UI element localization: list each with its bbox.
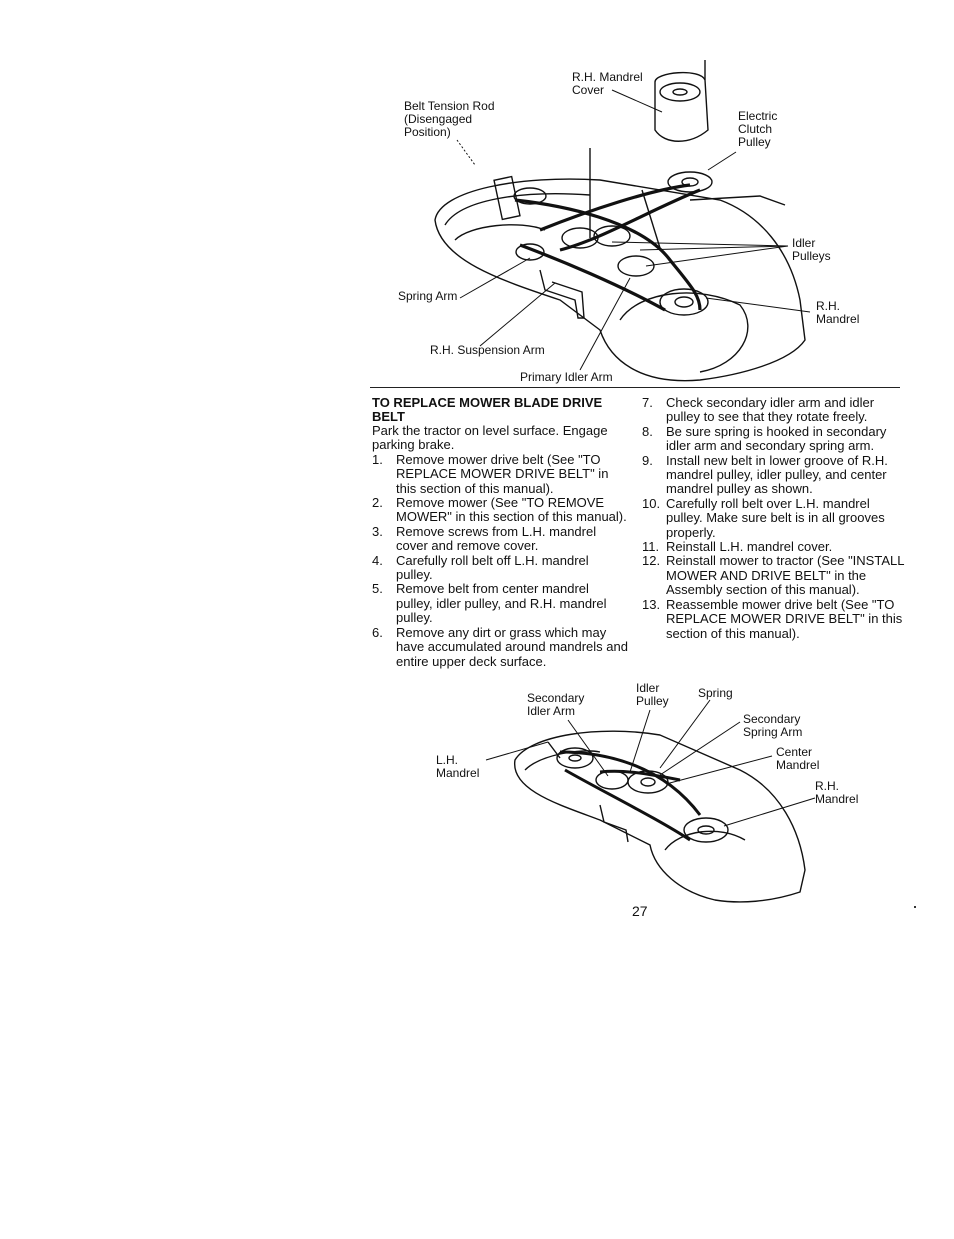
step-text: Reinstall mower to tractor (See "INSTALL…: [666, 553, 904, 598]
step-number: 7.: [642, 395, 653, 410]
label-electric-clutch-pulley: Electric Clutch Pulley: [738, 109, 778, 149]
step-text: Be sure spring is hooked in secondary id…: [666, 423, 887, 454]
step-text: Remove mower drive belt (See "TO REPLACE…: [396, 451, 609, 496]
figure-top: R.H. Mandrel Cover Belt Tension Rod (Dis…: [0, 0, 954, 390]
step-number: 13.: [642, 596, 661, 612]
step-text: Carefully roll belt over L.H. mandrel pu…: [666, 495, 885, 540]
steps-list-left: 1. Remove mower drive belt (See "TO REPLA…: [372, 451, 628, 669]
step-item: 11. Reinstall L.H. mandrel cover.: [642, 539, 904, 555]
step-number: 11.: [642, 539, 660, 555]
label-rh-suspension-arm: R.H. Suspension Arm: [430, 343, 545, 357]
step-number: 5.: [372, 581, 383, 597]
step-item: 1. Remove mower drive belt (See "TO REPLA…: [372, 451, 628, 496]
step-text: Carefully roll belt off L.H. mandrel pul…: [396, 552, 589, 583]
section-intro: Park the tractor on level surface. Engag…: [372, 423, 608, 453]
step-text: Reinstall L.H. mandrel cover.: [666, 539, 833, 555]
step-item: 7. Check secondary idler arm and idler pu…: [642, 395, 904, 425]
label-center-mandrel: Center Mandrel: [776, 745, 820, 772]
step-text: Remove mower (See "TO REMOVE MOWER" in t…: [396, 495, 627, 525]
label-secondary-spring-arm: Secondary Spring Arm: [743, 712, 803, 739]
label-lh-mandrel: L.H. Mandrel: [436, 753, 480, 780]
figure-top-drawing: [434, 60, 811, 382]
label-primary-idler-arm: Primary Idler Arm: [520, 370, 613, 384]
label-secondary-idler-arm: Secondary Idler Arm: [527, 691, 585, 718]
label-belt-tension-rod: Belt Tension Rod (Disengaged Position): [404, 99, 495, 139]
section-heading: TO REPLACE MOWER BLADE DRIVE BELT: [372, 395, 603, 424]
steps-list-right: 7. Check secondary idler arm and idler pu…: [642, 395, 904, 641]
step-text: Remove belt from center mandrel pulley, …: [396, 581, 607, 626]
step-item: 5. Remove belt from center mandrel pulley…: [372, 582, 628, 625]
step-text: Reassemble mower drive belt (See "TO REP…: [666, 596, 903, 641]
step-item: 13. Reassemble mower drive belt (See "TO …: [642, 596, 904, 641]
section-divider: [370, 387, 900, 388]
figure-bottom: Secondary Idler Arm Idler Pulley Spring …: [0, 680, 954, 910]
step-text: Install new belt in lower groove of R.H.…: [666, 452, 888, 497]
label-idler-pulleys: Idler Pulleys: [792, 236, 831, 263]
step-item: 6. Remove any dirt or grass which may hav…: [372, 624, 628, 669]
step-number: 12.: [642, 553, 661, 569]
step-number: 6.: [372, 624, 383, 640]
step-text: Check secondary idler arm and idler pull…: [666, 395, 875, 425]
step-number: 10.: [642, 495, 661, 511]
label-rh-mandrel-cover: R.H. Mandrel Cover: [572, 70, 643, 97]
step-item: 3. Remove screws from L.H. mandrel cover …: [372, 523, 628, 554]
step-item: 4. Carefully roll belt off L.H. mandrel p…: [372, 552, 628, 583]
step-number: 3.: [372, 523, 383, 539]
step-item: 2. Remove mower (See "TO REMOVE MOWER" in…: [372, 495, 628, 525]
scan-mark: [914, 906, 916, 908]
figure-bottom-drawing: [485, 699, 816, 903]
step-item: 9. Install new belt in lower groove of R.…: [642, 452, 904, 497]
label-rh-mandrel-bottom: R.H. Mandrel: [815, 779, 859, 806]
step-number: 8.: [642, 423, 653, 439]
step-number: 2.: [372, 495, 383, 511]
step-number: 1.: [372, 451, 383, 467]
label-rh-mandrel-top: R.H. Mandrel: [816, 299, 860, 326]
step-item: 12. Reinstall mower to tractor (See "INST…: [642, 554, 904, 597]
step-number: 4.: [372, 552, 383, 568]
instructions-right-column: 7. Check secondary idler arm and idler pu…: [642, 395, 904, 641]
step-text: Remove screws from L.H. mandrel cover an…: [396, 523, 597, 554]
step-item: 8. Be sure spring is hooked in secondary …: [642, 423, 904, 454]
label-idler-pulley: Idler Pulley: [636, 681, 669, 708]
step-number: 9.: [642, 452, 653, 468]
step-text: Remove any dirt or grass which may have …: [396, 624, 628, 669]
instructions-left-column: TO REPLACE MOWER BLADE DRIVE BELT Park t…: [372, 396, 628, 669]
label-spring: Spring: [698, 686, 733, 700]
step-item: 10. Carefully roll belt over L.H. mandrel…: [642, 495, 904, 540]
label-spring-arm: Spring Arm: [398, 289, 458, 303]
page-number: 27: [632, 903, 648, 919]
